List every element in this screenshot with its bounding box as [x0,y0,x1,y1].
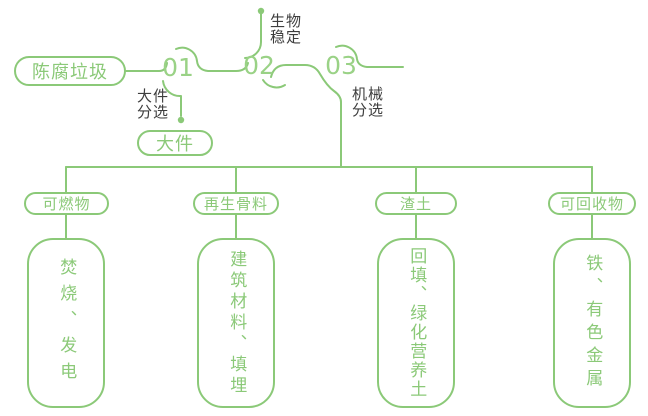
category-pill-slag: 渣土 [375,192,457,215]
step-number-03: 03 [325,51,357,80]
line-step02-to-branch [270,64,342,168]
line-step01-to-step02 [175,46,249,72]
category-pill-aggregate: 再生骨料 [193,192,279,215]
line-step03-exit [335,44,404,68]
bio-stem-dot [257,7,265,15]
category-label: 再生骨料 [203,195,268,213]
result-box-recyclable: 铁、有色金属 [553,238,631,408]
step-number-02: 02 [243,51,275,80]
category-pill-combustible: 可燃物 [24,192,109,215]
result-box-aggregate: 建筑材料、填埋 [197,238,275,408]
arc-step02-tail [262,79,286,89]
result-box-slag: 回填、绿化营养土 [377,238,455,408]
line-step01-to-bulky [162,80,182,117]
step-label-bulky-sorting: 大件 分选 [137,87,170,121]
category-label: 渣土 [399,195,432,213]
step-label-mechanical-sorting: 机械 分选 [352,85,385,119]
result-text: 回填、绿化营养土 [406,247,427,399]
result-box-combustible: 焚烧、发电 [27,238,105,408]
result-text: 建筑材料、填埋 [226,249,247,397]
bulky-item-pill: 大件 [137,130,213,156]
bulky-item-label: 大件 [156,134,194,155]
category-pill-recyclable: 可回收物 [548,192,636,215]
source-label: 陈腐垃圾 [32,62,108,83]
step-label-bio-stabilization: 生物 稳定 [270,12,303,46]
result-text: 焚烧、发电 [56,258,77,388]
bulky-drop-dot [177,116,185,124]
line-source-to-step01 [125,62,168,72]
category-label: 可燃物 [42,195,91,213]
source-pill: 陈腐垃圾 [14,56,126,86]
line-bio-stem [244,10,262,59]
category-label: 可回收物 [559,195,624,213]
result-text: 铁、有色金属 [582,254,603,392]
step-number-01: 01 [162,53,194,82]
